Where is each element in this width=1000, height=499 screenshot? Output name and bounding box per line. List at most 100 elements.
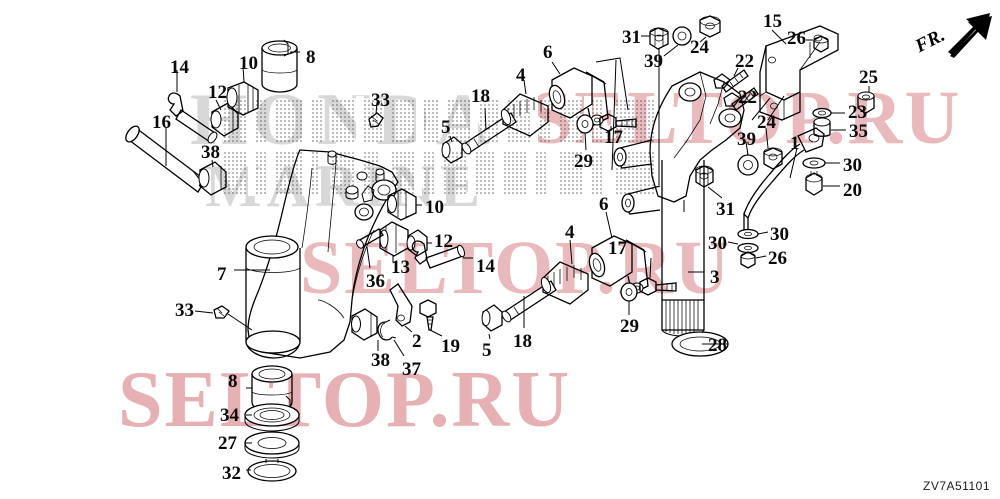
callout-23: 23	[848, 102, 867, 123]
part-26-nut-lower	[741, 252, 755, 268]
callout-29-upper: 29	[574, 151, 593, 172]
part-30-washer-lower-b	[738, 244, 758, 253]
callout-4-lower: 4	[565, 222, 575, 243]
callout-26-top: 26	[787, 28, 806, 49]
part-16-tube	[123, 124, 205, 192]
callout-4-upper: 4	[516, 65, 526, 86]
callout-24-lower: 24	[757, 112, 776, 133]
part-17-bolt-upper	[600, 114, 636, 131]
callout-32: 32	[222, 463, 241, 484]
part-33-nipple-upper	[369, 113, 383, 127]
callout-14-upper: 14	[170, 57, 189, 78]
callout-18-lower: 18	[513, 331, 532, 352]
part-31-nut-upper	[650, 28, 668, 49]
part-14-pin-upper	[168, 93, 218, 144]
callout-38-upper: 38	[201, 142, 220, 163]
callout-38-lower: 38	[371, 350, 390, 371]
part-27-washer	[245, 432, 299, 458]
callout-14-lower: 14	[476, 256, 495, 277]
part-34-bearing	[245, 404, 299, 431]
swivel-arm-casting	[614, 72, 744, 214]
part-8-collar-upper	[262, 40, 297, 92]
callout-2: 2	[412, 331, 422, 352]
part-20-nut	[806, 171, 822, 195]
part-24-nut-top	[700, 16, 720, 37]
part-22-bolt-lower	[724, 88, 758, 110]
callout-19: 19	[441, 336, 460, 357]
part-36-rod	[355, 229, 383, 249]
callout-1: 1	[790, 133, 800, 154]
part-19-bolt	[420, 300, 436, 330]
callout-12-lower: 12	[434, 231, 453, 252]
part-39-washer-top	[673, 27, 691, 45]
callout-17-upper: 17	[604, 127, 623, 148]
part-13-pin	[380, 222, 408, 256]
callout-13: 13	[391, 257, 410, 278]
callout-27: 27	[218, 433, 237, 454]
part-30-washer-lower-a	[738, 230, 758, 239]
callout-17-lower: 17	[608, 238, 627, 259]
callout-15: 15	[763, 11, 782, 32]
part-23-washer	[813, 109, 831, 118]
part-2-bracket	[390, 284, 412, 326]
callout-28: 28	[708, 335, 727, 356]
callout-39-lower: 39	[737, 129, 756, 150]
callout-26-lower: 26	[768, 248, 787, 269]
callout-6-upper: 6	[543, 42, 553, 63]
callout-30-upper: 30	[843, 155, 862, 176]
callout-22-lower: 22	[738, 87, 757, 108]
part-14-pin-lower	[412, 241, 466, 268]
part-38-bush-lower	[352, 309, 378, 340]
part-39-washer-lower	[738, 155, 758, 175]
part-17-bolt-lower	[640, 278, 676, 295]
callout-29-lower: 29	[620, 316, 639, 337]
part-25-collar	[858, 92, 874, 113]
callout-31-lower: 31	[716, 199, 735, 220]
callout-34: 34	[220, 405, 239, 426]
callout-35: 35	[849, 121, 868, 142]
part-30-washer-upper	[803, 158, 825, 168]
callout-8-lower: 8	[228, 371, 238, 392]
part-29-washer-upper	[577, 115, 593, 133]
part-12-bush-lower	[407, 230, 427, 256]
callout-5-upper: 5	[441, 117, 451, 138]
part-26-nut-top	[814, 36, 828, 52]
orientation-marker: FR.	[912, 8, 996, 60]
part-32-snap-ring	[248, 459, 296, 481]
part-10-bushing-lower	[388, 189, 417, 220]
callout-31-upper: 31	[622, 27, 641, 48]
callout-5-lower: 5	[482, 340, 492, 361]
callout-7: 7	[217, 264, 227, 285]
callout-30-lower: 30	[708, 233, 727, 254]
figure-code: ZV7A51101	[923, 479, 990, 493]
part-31-nut-lower	[696, 166, 714, 187]
part-24-nut-lower	[764, 148, 782, 169]
callout-33-upper: 33	[371, 90, 390, 111]
part-3-drive-shaft	[662, 160, 704, 336]
part-35-bush	[814, 118, 830, 136]
part-33-nipple-lower	[214, 306, 229, 318]
part-15-steering-bracket	[760, 26, 838, 120]
callout-33-lower: 33	[175, 300, 194, 321]
part-7-swivel-case	[246, 150, 398, 358]
callout-10-upper: 10	[239, 53, 258, 74]
part-18-shaft-lower	[500, 281, 556, 323]
callout-8-upper: 8	[306, 47, 316, 68]
callout-10-lower: 10	[425, 197, 444, 218]
callout-25: 25	[859, 67, 878, 88]
arrow-up-right-icon	[948, 13, 992, 58]
callout-12-upper: 12	[208, 82, 227, 103]
callout-37: 37	[402, 359, 421, 380]
part-29-washer-lower	[621, 283, 637, 301]
callout-30-lower-2: 30	[770, 224, 789, 245]
part-4-bushing-lower	[540, 262, 588, 304]
part-5-collar-lower	[482, 305, 502, 331]
callout-6-lower: 6	[599, 194, 609, 215]
part-38-bush-upper	[199, 162, 226, 195]
part-18-shaft-upper	[460, 113, 516, 155]
callout-18-upper: 18	[471, 86, 490, 107]
callout-20: 20	[843, 180, 862, 201]
part-4-bushing-upper	[500, 94, 548, 136]
